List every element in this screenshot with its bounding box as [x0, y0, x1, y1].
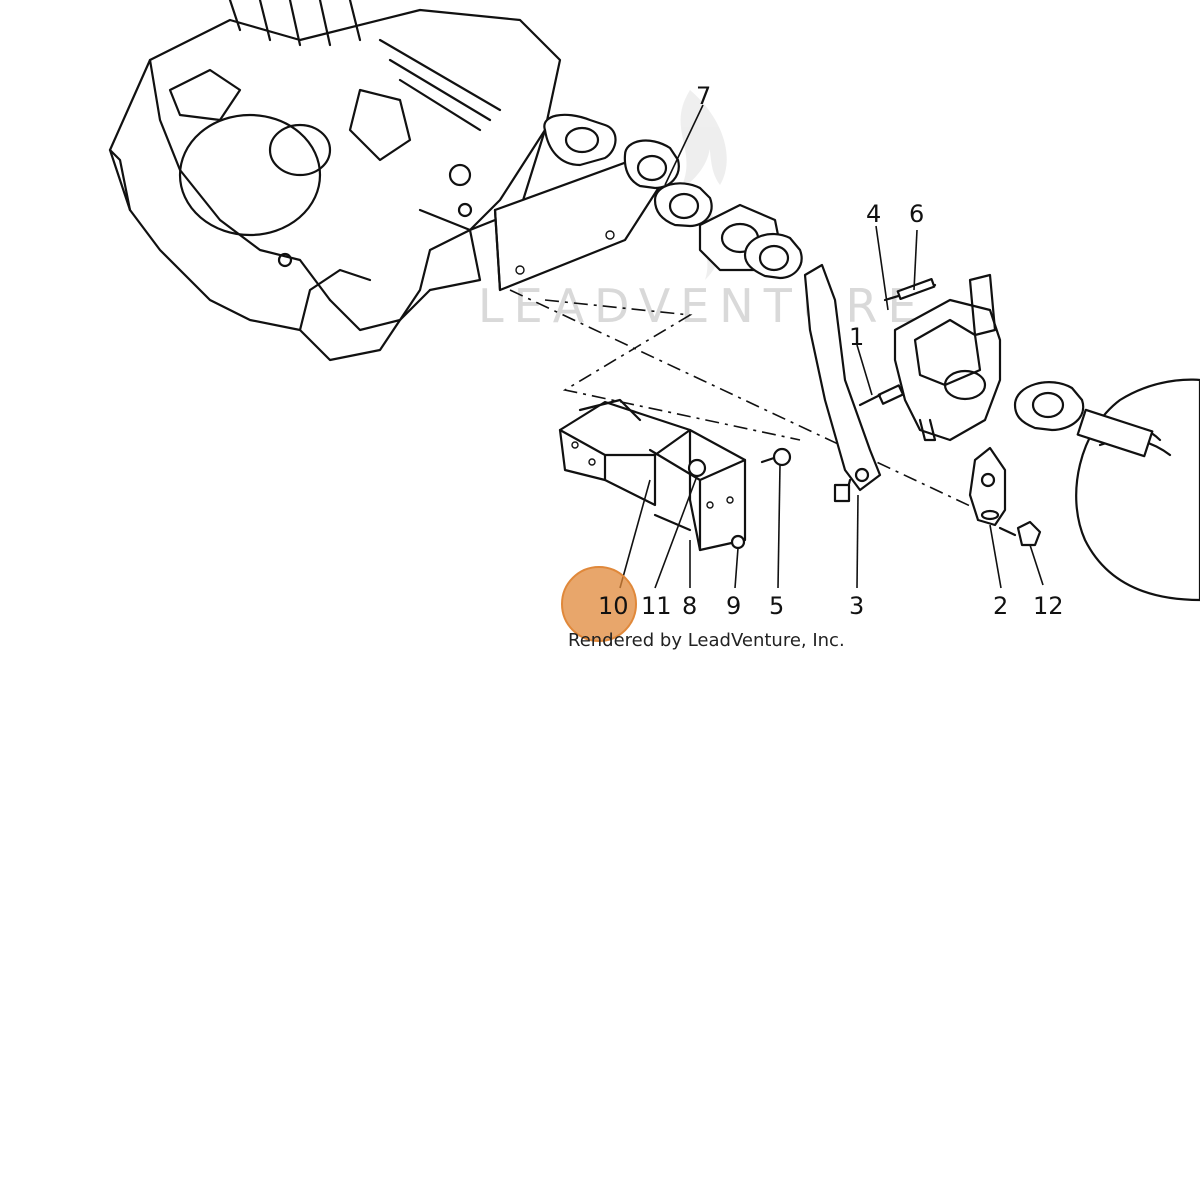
callout-8[interactable]: 8 — [682, 592, 697, 620]
callout-4[interactable]: 4 — [866, 200, 881, 228]
screw-5 — [760, 447, 792, 467]
callout-11[interactable]: 11 — [641, 592, 672, 620]
centerline-intake — [509, 289, 1001, 521]
callout-9[interactable]: 9 — [726, 592, 741, 620]
centerline-box — [544, 299, 801, 441]
mounting-plate — [968, 446, 1007, 527]
gasket-set — [543, 113, 803, 280]
callout-labels: 7 4 6 1 10 11 8 9 5 3 2 12 — [598, 82, 1064, 620]
callout-6[interactable]: 6 — [909, 200, 924, 228]
carb-gasket — [1013, 381, 1085, 432]
callout-5[interactable]: 5 — [769, 592, 784, 620]
callout-10[interactable]: 10 — [598, 592, 629, 620]
leader-lines — [619, 104, 1044, 589]
callout-1[interactable]: 1 — [849, 323, 864, 351]
callout-2[interactable]: 2 — [993, 592, 1008, 620]
highlight-circle — [561, 566, 637, 642]
bracket-box — [558, 398, 747, 552]
bolt-12 — [998, 520, 1042, 547]
watermark: LEADVENTURE — [478, 90, 927, 333]
credit-text: Rendered by LeadVenture, Inc. — [568, 630, 845, 651]
callout-12[interactable]: 12 — [1033, 592, 1064, 620]
control-link — [803, 263, 882, 503]
carburetor — [858, 273, 1002, 442]
callout-7[interactable]: 7 — [696, 82, 711, 110]
callout-3[interactable]: 3 — [849, 592, 864, 620]
watermark-text: LEADVENTURE — [478, 279, 927, 333]
air-cleaner-housing — [1075, 378, 1200, 602]
screw-9 — [730, 534, 746, 550]
engine-block — [108, 0, 562, 362]
